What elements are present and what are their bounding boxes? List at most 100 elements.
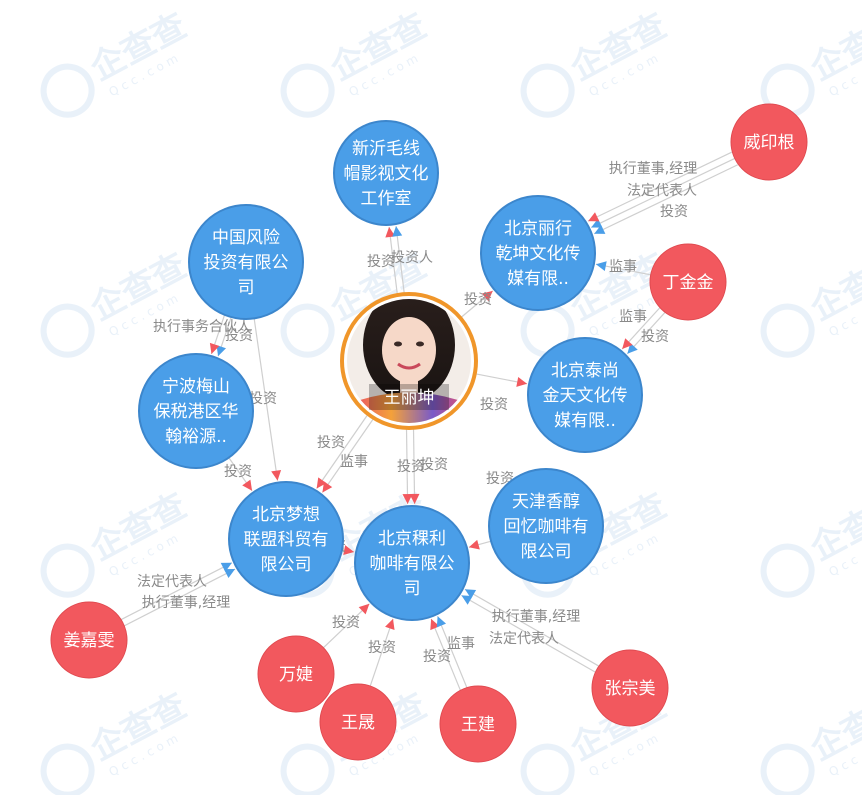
person-name: 王建	[461, 715, 495, 735]
person-circle	[649, 243, 727, 321]
edges-layer	[120, 151, 739, 691]
person-name: 万婕	[279, 665, 313, 685]
person-circle	[439, 685, 517, 763]
edge-label: 法定代表人	[627, 183, 697, 199]
watermark-icon	[40, 303, 95, 358]
company-name-line: 北京稞利	[378, 529, 446, 549]
nodes-layer: 新沂毛线帽影视文化工作室中国风险投资有限公司北京丽行乾坤文化传媒有限..北京泰尚…	[50, 103, 808, 763]
person-node[interactable]: 姜嘉雯	[50, 601, 128, 679]
edge-label: 投资	[332, 615, 360, 631]
edge-label: 投资	[641, 329, 669, 345]
edge-arrowhead	[316, 477, 327, 489]
edge-line	[395, 226, 405, 295]
edge-label: 法定代表人	[489, 631, 559, 647]
person-node[interactable]: 王建	[439, 685, 517, 763]
person-name: 张宗美	[605, 679, 656, 699]
company-name-line: 回忆咖啡有	[504, 517, 589, 537]
edge-label: 投资	[423, 649, 451, 665]
edge-label: 监事	[447, 636, 475, 652]
company-name-line: 限公司	[261, 555, 312, 575]
edge-label: 投资	[224, 464, 252, 480]
watermark-icon	[280, 63, 335, 118]
person-node[interactable]: 万婕	[257, 635, 335, 713]
edge-arrowhead	[322, 481, 333, 493]
watermark-icon	[520, 63, 575, 118]
person-name: 王晟	[341, 713, 375, 733]
watermark-icon	[40, 743, 95, 795]
person-node[interactable]: 丁金金	[649, 243, 727, 321]
center-person-node[interactable]: 王丽坤	[340, 289, 480, 432]
edge-arrowhead	[402, 493, 413, 505]
edge-label: 监事	[340, 454, 368, 470]
edge-arrowhead	[358, 603, 370, 615]
edge-arrowhead	[461, 595, 473, 605]
edge-arrowhead	[468, 539, 480, 550]
edge-arrowhead	[464, 589, 477, 599]
company-name-line: 宁波梅山	[162, 377, 230, 397]
edge-label: 法定代表人	[137, 574, 207, 590]
person-name: 姜嘉雯	[64, 631, 115, 651]
edge-arrowhead	[385, 618, 395, 630]
watermark-icon	[760, 63, 815, 118]
company-name-line: 北京丽行	[504, 219, 572, 239]
watermark-icon	[40, 543, 95, 598]
edge-line	[464, 588, 600, 667]
edge-label: 投资	[367, 254, 395, 270]
person-name: 丁金金	[663, 273, 714, 293]
person-name: 威印根	[744, 133, 795, 153]
edge-arrowhead	[271, 469, 282, 481]
company-name-line: 限公司	[521, 542, 572, 562]
company-name-line: 投资有限公	[204, 253, 289, 273]
edge-line	[437, 616, 468, 688]
edge-arrowhead	[594, 224, 606, 234]
edge-label: 投资	[225, 328, 253, 344]
person-node[interactable]: 王晟	[319, 683, 397, 761]
company-name-line: 联盟科贸有	[244, 530, 329, 550]
watermark-icon	[280, 743, 335, 795]
company-name-line: 帽影视文化	[344, 164, 429, 184]
edge-label: 投资	[464, 292, 492, 308]
company-name-line: 金天文化传	[543, 386, 628, 406]
company-circle	[138, 353, 254, 469]
person-circle	[50, 601, 128, 679]
edge-label: 投资	[249, 391, 277, 407]
edge-label: 执行董事,经理	[142, 595, 230, 611]
company-name-line: 媒有限..	[554, 411, 616, 431]
company-name-line: 翰裕源..	[165, 427, 227, 447]
watermark-icon	[280, 303, 335, 358]
person-node[interactable]: 威印根	[730, 103, 808, 181]
edge-arrowhead	[516, 377, 528, 387]
center-person-name: 王丽坤	[384, 388, 435, 408]
edge-line	[321, 417, 375, 493]
person-circle	[319, 683, 397, 761]
person-node[interactable]: 张宗美	[591, 649, 669, 727]
edge-label: 投资	[368, 640, 396, 656]
edge-label: 监事	[619, 309, 647, 325]
edge-line	[405, 428, 409, 505]
watermark-icon	[40, 63, 95, 118]
edge-arrowhead	[436, 616, 447, 628]
company-name-line: 天津香醇	[512, 492, 580, 512]
edge-labels-layer: 投资投资人投资投资投资监事投资投资执行事务合伙人投资投资投资投资投资执行董事,经…	[137, 161, 697, 665]
edge-label: 投资	[660, 204, 688, 220]
company-name-line: 乾坤文化传	[496, 244, 581, 264]
company-circle	[527, 337, 643, 453]
watermark-icon	[760, 303, 815, 358]
edge-label: 投资	[397, 459, 425, 475]
company-circle	[354, 505, 470, 621]
company-name-line: 中国风险	[212, 228, 280, 248]
company-name-line: 北京梦想	[252, 505, 320, 525]
